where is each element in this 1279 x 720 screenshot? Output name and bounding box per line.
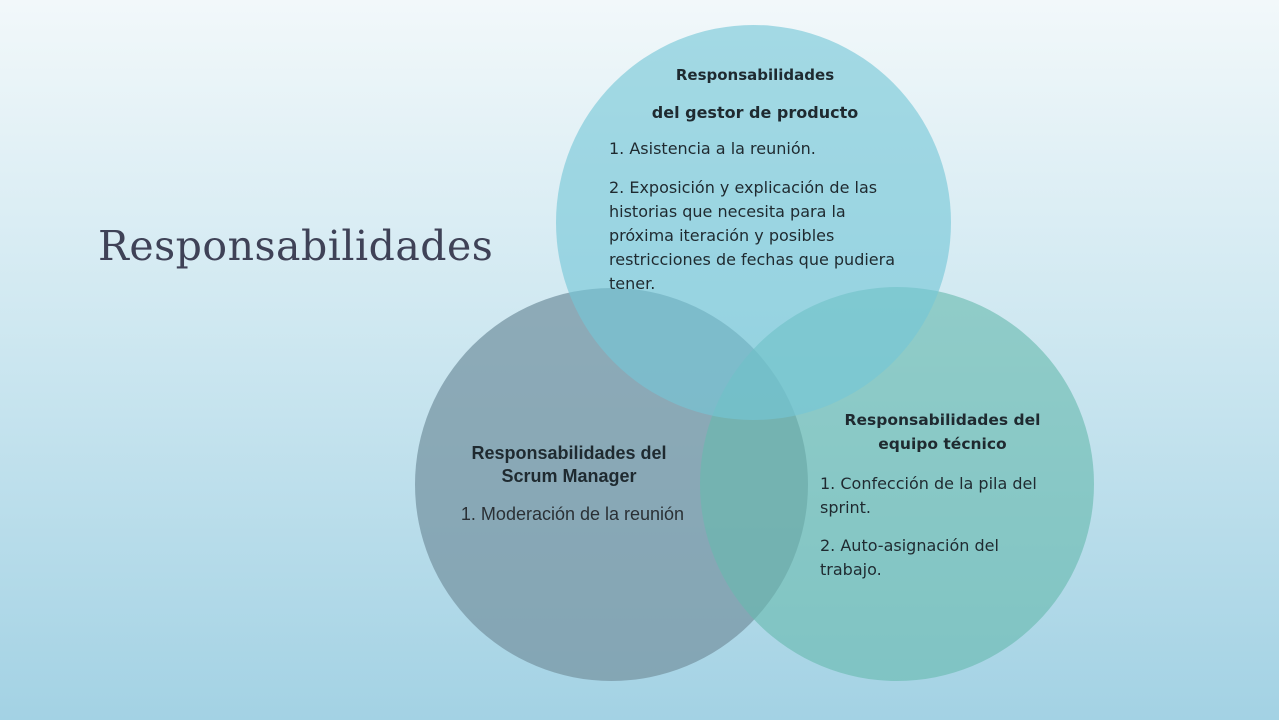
product-owner-item-2: 2. Exposición y explicación de las histo…	[609, 178, 896, 293]
team-item-1: 1. Confección de la pila del sprint.	[820, 474, 1037, 517]
scrum-manager-heading: Responsabilidades del Scrum Manager	[471, 443, 667, 486]
slide-title: Responsabilidades	[98, 222, 494, 270]
scrum-manager-item-1: 1. Moderación de la reunión	[460, 504, 685, 524]
product-owner-heading-line1: Responsabilidades	[675, 66, 835, 84]
team-item-2: 2. Auto-asignación del trabajo.	[820, 536, 999, 579]
product-owner-item-1: 1. Asistencia a la reunión.	[609, 139, 816, 158]
product-owner-circle	[556, 25, 951, 420]
team-heading: Responsabilidades del equipo técnico	[844, 411, 1041, 453]
product-owner-heading-line2: del gestor de producto	[651, 103, 859, 122]
